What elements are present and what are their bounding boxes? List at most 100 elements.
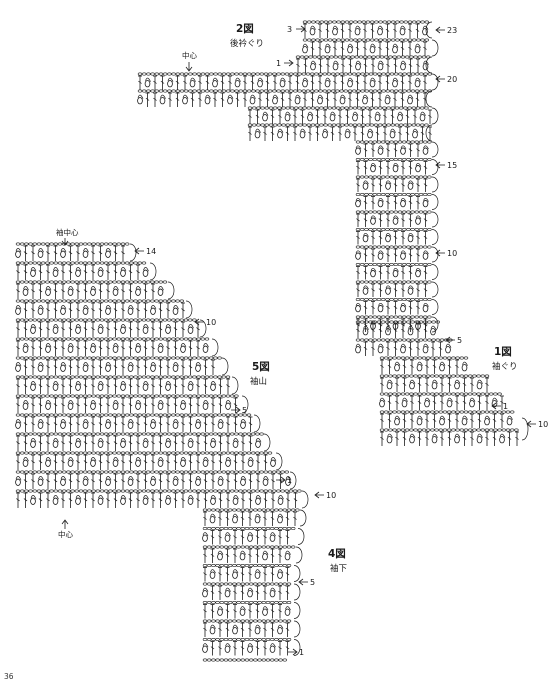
- chain-stitch-icon: [217, 375, 222, 379]
- shell-stitch-icon: [362, 94, 369, 105]
- chain-stitch-icon: [171, 394, 176, 398]
- double-crochet-icon: [225, 622, 230, 637]
- double-crochet-icon: [255, 109, 260, 124]
- chain-stitch-icon: [497, 392, 502, 396]
- chain-stitch-icon: [221, 432, 227, 436]
- chain-stitch-icon: [15, 489, 21, 493]
- chain-stitch-icon: [392, 428, 397, 432]
- double-crochet-icon: [233, 473, 238, 489]
- chain-stitch-icon: [87, 261, 92, 265]
- chain-stitch-icon: [200, 470, 206, 474]
- turning-chain-icon: [167, 281, 175, 300]
- chain-stitch-icon: [223, 508, 229, 512]
- chain-stitch-icon: [150, 89, 155, 93]
- chain-stitch-icon: [240, 658, 246, 662]
- double-crochet-icon: [278, 548, 282, 563]
- chain-stitch-icon: [74, 489, 80, 493]
- chain-stitch-icon: [15, 299, 21, 303]
- chain-stitch-icon: [116, 413, 122, 417]
- chain-stitch-icon: [24, 451, 29, 455]
- shell-stitch-icon: [120, 438, 127, 448]
- shell-stitch-icon: [377, 302, 384, 313]
- chain-stitch-icon: [331, 89, 336, 93]
- double-crochet-icon: [318, 23, 322, 38]
- fig4-title: 4図: [328, 548, 346, 560]
- double-crochet-icon: [308, 126, 312, 141]
- chain-stitch-icon: [137, 280, 143, 284]
- double-crochet-icon: [83, 397, 88, 413]
- chain-stitch-icon: [95, 413, 101, 417]
- chain-stitch-icon: [417, 356, 422, 360]
- chain-stitch-icon: [379, 356, 385, 360]
- chain-stitch-icon: [361, 123, 366, 127]
- chain-stitch-icon: [103, 337, 109, 341]
- chain-stitch-icon: [328, 20, 333, 24]
- double-crochet-icon: [285, 567, 290, 582]
- chain-stitch-icon: [409, 55, 414, 59]
- shell-stitch-icon: [461, 361, 468, 372]
- double-crochet-icon: [278, 109, 282, 124]
- double-crochet-icon: [386, 161, 390, 175]
- chain-stitch-icon: [319, 38, 324, 42]
- row-arrow-icon: [296, 25, 306, 33]
- double-crochet-icon: [428, 126, 432, 141]
- double-crochet-icon: [393, 283, 398, 297]
- chain-stitch-icon: [87, 432, 92, 436]
- chain-stitch-icon: [249, 600, 254, 604]
- chain-stitch-icon: [278, 582, 283, 586]
- double-crochet-icon: [355, 41, 360, 56]
- fig2-row-23-label: 23: [447, 26, 457, 35]
- double-crochet-icon: [166, 454, 170, 470]
- chain-stitch-icon: [36, 261, 42, 265]
- chain-stitch-icon: [364, 158, 369, 162]
- shell-stitch-icon: [187, 438, 194, 448]
- chain-stitch-icon: [267, 451, 273, 455]
- row-arrow-icon: [435, 75, 445, 83]
- shell-stitch-icon: [324, 77, 331, 88]
- double-crochet-icon: [241, 492, 245, 508]
- double-crochet-icon: [395, 377, 399, 392]
- shell-stitch-icon: [217, 476, 224, 486]
- chain-stitch-icon: [348, 106, 353, 110]
- shell-stitch-icon: [135, 457, 142, 467]
- chain-stitch-icon: [265, 526, 271, 530]
- double-crochet-icon: [113, 245, 118, 261]
- chain-stitch-icon: [417, 428, 422, 432]
- double-crochet-icon: [91, 264, 95, 280]
- chain-stitch-icon: [378, 123, 383, 127]
- chain-stitch-icon: [238, 470, 243, 474]
- chain-stitch-icon: [103, 356, 109, 360]
- chain-stitch-icon: [217, 394, 222, 398]
- chain-stitch-icon: [410, 315, 415, 319]
- double-crochet-icon: [175, 92, 180, 107]
- double-crochet-icon: [188, 359, 193, 375]
- shell-stitch-icon: [234, 77, 241, 88]
- chain-stitch-icon: [24, 470, 29, 474]
- chain-stitch-icon: [45, 318, 50, 322]
- chain-stitch-icon: [412, 38, 417, 42]
- chain-stitch-icon: [295, 55, 301, 59]
- chain-stitch-icon: [240, 508, 246, 512]
- chain-stitch-icon: [112, 280, 117, 284]
- chain-stitch-icon: [249, 658, 254, 662]
- chain-stitch-icon: [204, 489, 210, 493]
- chain-stitch-icon: [150, 432, 155, 436]
- chain-stitch-icon: [221, 489, 227, 493]
- chain-stitch-icon: [124, 451, 130, 455]
- chain-stitch-icon: [74, 261, 80, 265]
- double-crochet-icon: [401, 231, 405, 245]
- double-crochet-icon: [113, 473, 118, 489]
- chain-stitch-icon: [274, 637, 279, 641]
- chain-stitch-icon: [99, 451, 105, 455]
- double-crochet-icon: [371, 301, 375, 315]
- chain-stitch-icon: [397, 158, 403, 162]
- double-crochet-icon: [188, 454, 193, 470]
- turning-chain-icon: [293, 583, 301, 601]
- shell-stitch-icon: [332, 25, 339, 36]
- chain-stitch-icon: [66, 451, 71, 455]
- chain-stitch-icon: [112, 451, 117, 455]
- chain-stitch-icon: [200, 432, 206, 436]
- chain-stitch-icon: [382, 38, 387, 42]
- chain-stitch-icon: [409, 392, 414, 396]
- chain-stitch-icon: [53, 394, 58, 398]
